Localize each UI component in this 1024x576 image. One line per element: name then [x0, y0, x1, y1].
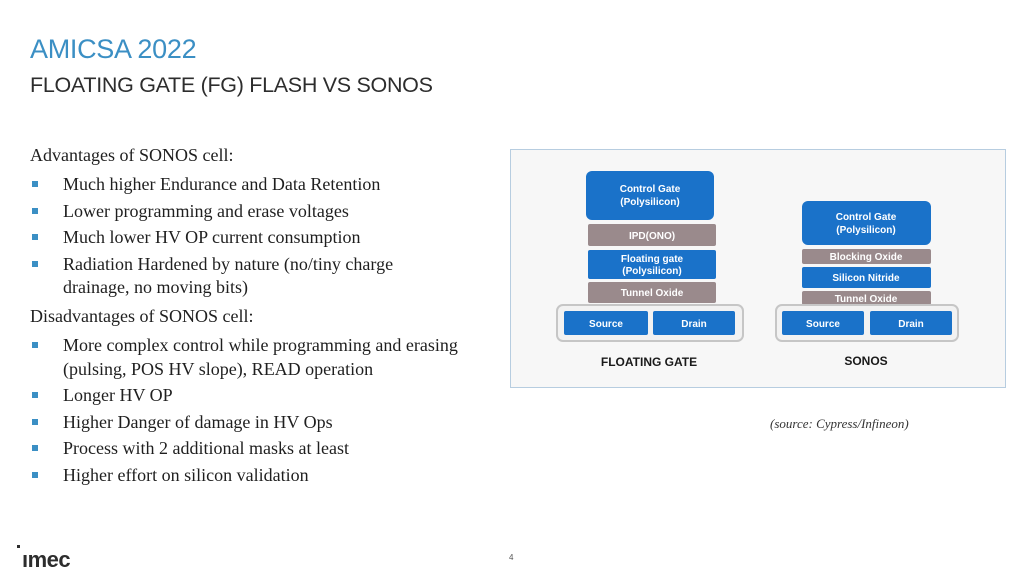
list-item: Much higher Endurance and Data Retention: [30, 173, 500, 197]
fg-tunnel-oxide-block: [588, 282, 716, 303]
list-item: More complex control while programming a…: [30, 334, 478, 381]
slide-title: AMICSA 2022: [30, 34, 197, 64]
list-item: Lower programming and erase voltages: [30, 200, 500, 224]
sonos-source-block: [782, 311, 864, 335]
fg-floating-gate-sublabel: (Polysilicon): [622, 266, 681, 277]
sonos-source-label: Source: [806, 319, 840, 330]
fg-drain-block: [653, 311, 735, 335]
slide-subtitle: FLOATING GATE (FG) FLASH VS SONOS: [30, 73, 433, 97]
list-item: Radiation Hardened by nature (no/tiny ch…: [30, 253, 458, 300]
list-item: Much lower HV OP current consumption: [30, 226, 500, 250]
fg-floating-gate-label: Floating gate: [621, 254, 684, 265]
fg-control-gate-label: Control Gate: [620, 184, 681, 195]
source-note: (source: Cypress/Infineon): [770, 416, 909, 431]
sonos-control-gate-sublabel: (Polysilicon): [836, 225, 895, 236]
imec-logo: ımec: [14, 545, 86, 576]
bullet-icon: [32, 471, 38, 478]
list-item: Higher Danger of damage in HV Ops: [30, 411, 500, 435]
fg-source-label: Source: [589, 319, 623, 330]
list-item: Process with 2 additional masks at least: [30, 437, 500, 461]
page-number: 4: [509, 553, 514, 562]
advantages-heading: Advantages of SONOS cell:: [30, 145, 234, 165]
fg-floating-gate-block: [588, 250, 716, 279]
sonos-cell: Control Gate (Polysilicon) Blocking Oxid…: [775, 201, 959, 368]
fg-drain-label: Drain: [681, 319, 707, 330]
bullet-icon: [32, 392, 38, 398]
fg-control-gate-sublabel: (Polysilicon): [620, 197, 679, 208]
disadvantages-heading: Disadvantages of SONOS cell:: [30, 306, 254, 326]
diagram-svg: Control Gate (Polysilicon) IPD(ONO) Floa…: [556, 171, 959, 369]
svg-text:ımec: ımec: [22, 547, 70, 571]
bullet-icon: [32, 342, 38, 348]
fg-source-block: [564, 311, 648, 335]
bullet-icon: [32, 234, 38, 240]
list-item: Higher effort on silicon validation: [30, 464, 500, 488]
sonos-drain-label: Drain: [898, 319, 924, 330]
imec-logo-icon: ımec: [17, 545, 71, 572]
fg-caption: FLOATING GATE: [601, 355, 697, 369]
sonos-tunnel-oxide-block: [802, 291, 931, 305]
disadvantages-list: More complex control while programming a…: [30, 334, 500, 487]
bullet-icon: [32, 418, 38, 425]
sonos-control-gate-label: Control Gate: [836, 212, 897, 223]
sonos-blocking-oxide-block: [802, 249, 931, 264]
fg-control-gate-block: [586, 171, 714, 220]
sonos-silicon-nitride-label: Silicon Nitride: [832, 273, 900, 284]
bullet-icon: [32, 207, 38, 214]
floating-gate-cell: Control Gate (Polysilicon) IPD(ONO) Floa…: [556, 171, 744, 369]
sonos-caption: SONOS: [844, 354, 887, 368]
sonos-control-gate-block: [802, 201, 931, 245]
sonos-tunnel-oxide-label: Tunnel Oxide: [835, 294, 898, 305]
bullet-icon: [32, 181, 38, 187]
sonos-silicon-nitride-block: [802, 267, 931, 288]
list-item: Longer HV OP: [30, 384, 500, 408]
sonos-drain-block: [870, 311, 952, 335]
sonos-blocking-oxide-label: Blocking Oxide: [830, 252, 903, 263]
bullet-icon: [32, 445, 38, 451]
bullet-icon: [32, 260, 38, 267]
fg-ipd-label: IPD(ONO): [629, 231, 675, 242]
cell-structure-diagram: Control Gate (Polysilicon) IPD(ONO) Floa…: [510, 149, 1006, 388]
advantages-list: Much higher Endurance and Data Retention…: [30, 173, 500, 300]
fg-ipd-block: [588, 224, 716, 246]
fg-tunnel-oxide-label: Tunnel Oxide: [621, 288, 684, 299]
text-content: Advantages of SONOS cell: Much higher En…: [30, 141, 500, 490]
